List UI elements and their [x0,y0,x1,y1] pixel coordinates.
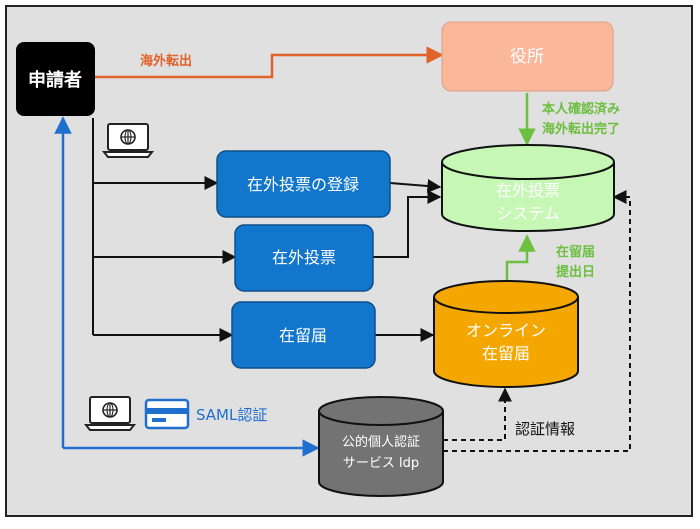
idp-database-label-2: サービス ldp [343,456,419,471]
vote-process-label: 在外投票 [272,248,336,267]
office-label: 役所 [510,47,544,67]
laptop-icon [83,396,137,431]
id-card-icon [144,398,190,430]
emigration-label: 海外転出 [140,53,192,69]
residence-process-label: 在留届 [279,326,327,345]
verified-label-2: 海外転出完了 [542,121,620,137]
system-database-label-2: システム [496,204,560,223]
register-process-label: 在外投票の登録 [247,175,359,194]
auth-to-system-dashed-arrow [443,190,631,452]
online-residence-database: オンライン 在留届 [433,280,579,388]
vote-process-box [234,224,374,292]
verified-label-1: 本人確認済み [542,101,620,117]
register-process-box [216,150,391,218]
system-database-label-1: 在外投票 [496,181,560,200]
vote-to-system-arrow [373,190,442,258]
system-database: 在外投票 システム [441,144,615,232]
online-to-system-arrow [505,234,536,280]
residence-date-label-2: 提出日 [556,264,595,280]
applicant-node [16,42,95,116]
applicant-label: 申請者 [28,69,82,91]
auth-info-label: 認証情報 [515,420,575,438]
auth-to-online-dashed-arrow [443,387,512,441]
office-node [441,21,614,92]
online-database-label-2: 在留届 [482,344,530,363]
register-to-system-arrow [389,179,442,193]
residence-process-box [231,301,376,369]
laptop-icon [101,123,155,158]
online-database-label-1: オンライン [466,321,546,340]
idp-database: 公的個人認証 サービス ldp [318,396,444,497]
emigration-arrow [95,46,444,79]
idp-database-label-1: 公的個人認証 [342,434,420,450]
residence-date-label-1: 在留届 [556,244,595,260]
saml-label: SAML認証 [196,406,267,424]
